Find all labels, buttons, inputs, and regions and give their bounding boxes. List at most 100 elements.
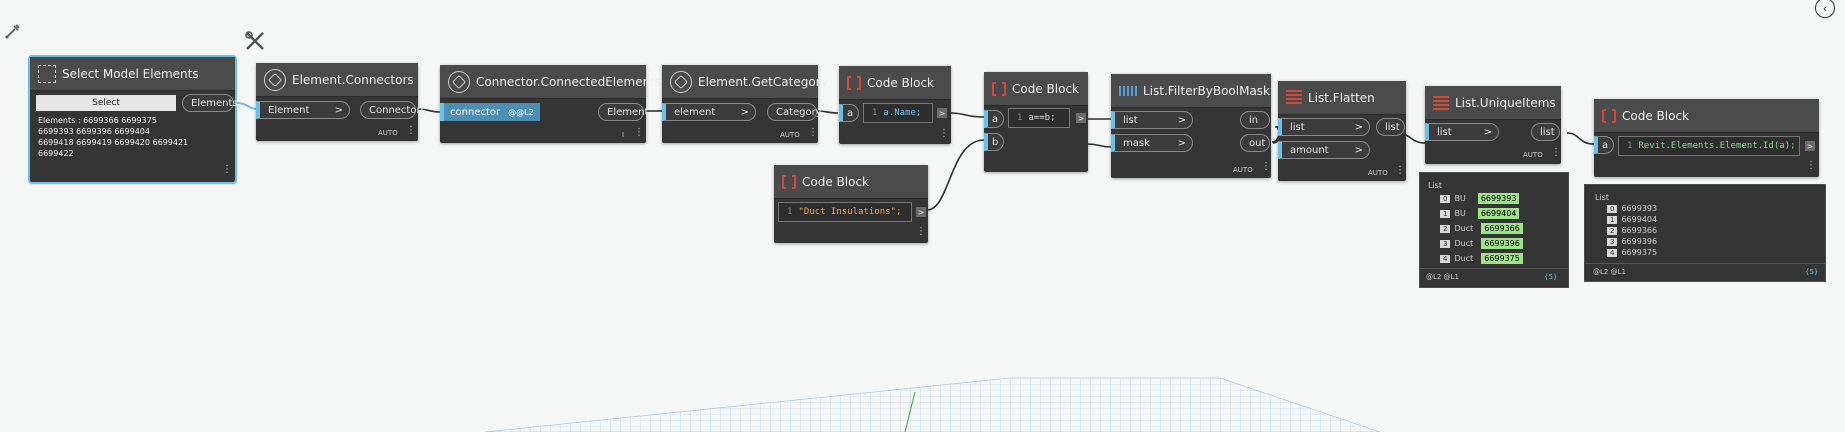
node-header[interactable]: Element.GetCategory <box>662 65 828 99</box>
input-port-a[interactable]: a <box>1594 136 1614 154</box>
tools-icon[interactable] <box>244 30 266 52</box>
node-header[interactable]: List.UniqueItems <box>1425 86 1561 120</box>
output-port-element[interactable]: Element <box>598 103 648 121</box>
input-port-element[interactable]: element> <box>662 103 756 121</box>
node-header[interactable]: Code Block <box>774 165 928 199</box>
node-menu-icon[interactable]: ⋮ <box>634 127 644 138</box>
input-port-b[interactable]: b <box>984 133 1004 151</box>
lacing-label[interactable]: AUTO <box>780 131 800 139</box>
output-port[interactable]: > <box>937 108 947 118</box>
code-editor[interactable]: 1 a.Name; <box>863 103 933 123</box>
input-port-connector[interactable]: connector @@L2 <box>440 103 540 121</box>
node-select-model-elements[interactable]: Select Model Elements Select Elements El… <box>28 55 238 184</box>
list-node-icon <box>1286 89 1302 106</box>
node-code-block-equals[interactable]: Code Block a b 1 a==b; > <box>984 72 1088 172</box>
input-port-list[interactable]: list> <box>1111 111 1193 129</box>
node-header[interactable]: Connector.ConnectedElements <box>440 65 661 99</box>
input-port-list[interactable]: list> <box>1278 118 1370 136</box>
node-menu-icon[interactable]: ⋮ <box>1261 161 1271 172</box>
node-title: Code Block <box>1012 81 1079 96</box>
output-port-elements[interactable]: Elements <box>182 94 238 112</box>
port-label: Element <box>268 104 310 116</box>
list-level[interactable]: @@L2 <box>508 107 534 117</box>
node-menu-icon[interactable]: ⋮ <box>808 127 818 138</box>
node-title: Connector.ConnectedElements <box>476 74 662 89</box>
node-type-icon <box>670 70 692 93</box>
code-block-icon <box>782 174 796 189</box>
node-code-block-element-id[interactable]: Code Block a 1 Revit.Elements.Element.Id… <box>1594 99 1819 177</box>
output-port[interactable]: > <box>1805 141 1815 151</box>
node-element-connectors[interactable]: Element.Connectors Element> Connectors A… <box>256 63 426 141</box>
select-button[interactable]: Select <box>36 95 176 111</box>
input-port-a[interactable]: a <box>839 104 859 122</box>
output-port-in[interactable]: in <box>1240 111 1270 129</box>
node-menu-icon[interactable]: ⋮ <box>916 226 926 237</box>
select-elements-icon <box>38 64 56 83</box>
node-header[interactable]: List.FilterByBoolMask <box>1111 74 1271 108</box>
node-code-block-duct[interactable]: Code Block 1 "Duct Insulations"; > ⋮ <box>774 165 928 243</box>
index-badge: 2 <box>1440 224 1451 233</box>
node-element-get-category[interactable]: Element.GetCategory element> Category AU… <box>662 65 828 143</box>
node-title: Element.Connectors <box>292 72 414 87</box>
output-port-list[interactable]: list <box>1376 118 1405 136</box>
index-badge: 1 <box>1607 215 1618 224</box>
selection-info: Elements : 6699366 6699375 6699393 66993… <box>38 115 188 159</box>
node-code-block-name[interactable]: Code Block a 1 a.Name; > ⋮ <box>839 66 951 144</box>
node-header[interactable]: List.Flatten <box>1278 81 1406 115</box>
node-menu-icon[interactable]: ⋮ <box>1806 160 1816 171</box>
node-menu-icon[interactable]: ⋮ <box>406 125 416 136</box>
node-header[interactable]: Element.Connectors <box>256 63 418 97</box>
node-menu-icon[interactable]: ⋮ <box>1395 165 1405 176</box>
row-value: 6699396 <box>1481 238 1523 249</box>
node-list-unique-items[interactable]: List.UniqueItems list> list AUTO ⋮ <box>1425 86 1561 164</box>
node-header[interactable]: Code Block <box>839 66 951 100</box>
index-badge: 0 <box>1440 194 1451 203</box>
collapse-panel-icon[interactable]: ‹ <box>1815 0 1835 18</box>
lacing-label[interactable]: AUTO <box>378 129 398 137</box>
lacing-label[interactable]: AUTO <box>1523 151 1543 159</box>
port-label: connector <box>450 106 501 118</box>
output-port-list[interactable]: list <box>1531 123 1560 141</box>
input-port-list[interactable]: list> <box>1425 123 1499 141</box>
lacing-label[interactable]: AUTO <box>1233 166 1253 174</box>
input-port-a[interactable]: a <box>984 110 1004 128</box>
lacing-label[interactable]: AUTO <box>1368 169 1388 177</box>
row-label: Duct <box>1454 224 1474 233</box>
node-header[interactable]: Code Block <box>984 72 1088 106</box>
node-menu-icon[interactable]: ⋮ <box>1551 147 1561 158</box>
input-port-amount[interactable]: amount> <box>1278 141 1370 159</box>
code-editor[interactable]: 1 a==b; <box>1008 108 1070 128</box>
port-label: mask <box>1123 137 1150 149</box>
code-block-icon <box>847 75 861 90</box>
code-editor[interactable]: 1 Revit.Elements.Element.Id(a); <box>1618 136 1800 156</box>
node-title: Select Model Elements <box>62 66 199 81</box>
row-value: 6699396 <box>1621 237 1658 246</box>
item-count: {5} <box>1805 268 1819 276</box>
node-list-filter-by-bool-mask[interactable]: List.FilterByBoolMask list> mask> in out… <box>1111 74 1271 178</box>
output-port[interactable]: > <box>1076 113 1086 123</box>
output-port-out[interactable]: out <box>1240 134 1270 152</box>
node-menu-icon[interactable]: ⋮ <box>939 128 949 139</box>
node-list-flatten[interactable]: List.Flatten list> amount> list AUTO ⋮ <box>1278 81 1406 181</box>
lacing-label[interactable]: I <box>622 131 625 139</box>
node-header[interactable]: Select Model Elements <box>30 57 235 91</box>
node-header[interactable]: Code Block <box>1594 99 1819 133</box>
input-port-element[interactable]: Element> <box>256 101 350 119</box>
node-menu-icon[interactable]: ⋮ <box>222 164 232 175</box>
output-port-connectors[interactable]: Connectors <box>360 101 426 119</box>
code-editor[interactable]: 1 "Duct Insulations"; <box>778 202 912 222</box>
eyedropper-icon[interactable] <box>4 22 22 40</box>
output-port-category[interactable]: Category <box>767 103 822 121</box>
input-port-mask[interactable]: mask> <box>1111 134 1193 152</box>
line-number: 1 <box>1627 141 1633 151</box>
output-port[interactable]: > <box>916 207 926 217</box>
node-connector-connected-elements[interactable]: Connector.ConnectedElements connector @@… <box>440 65 661 143</box>
